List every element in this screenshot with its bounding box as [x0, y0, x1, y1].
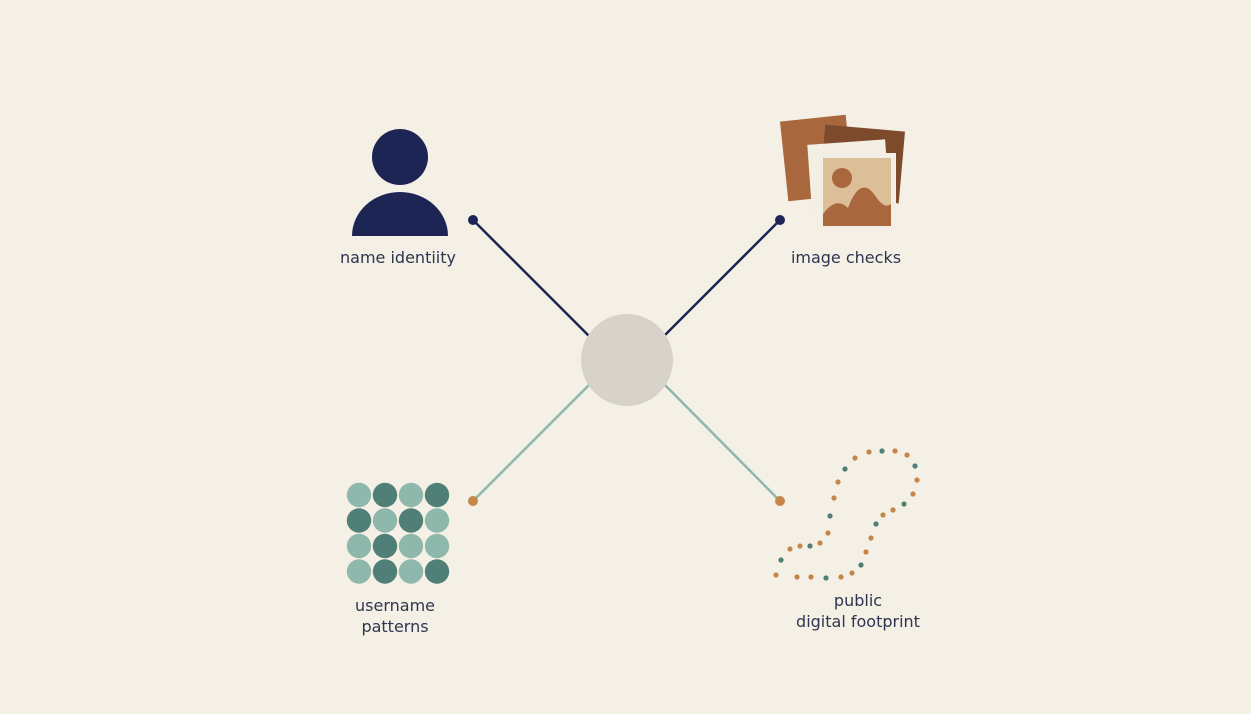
path-dot: [817, 540, 823, 546]
path-dot: [835, 479, 841, 485]
grid-dot: [424, 508, 450, 533]
path-dot: [808, 574, 814, 580]
path-dot: [849, 570, 855, 576]
path-dot: [873, 521, 879, 527]
path-dot: [823, 575, 829, 581]
path-dot: [842, 466, 848, 472]
grid-dot: [346, 508, 372, 533]
path-dot: [807, 543, 813, 549]
grid-dot: [398, 559, 424, 584]
grid-dot: [346, 533, 372, 559]
center-hub: [581, 314, 673, 406]
grid-dot: [346, 482, 372, 508]
person-icon: [352, 129, 448, 236]
path-dot: [787, 546, 793, 552]
path-dot: [901, 501, 907, 507]
path-dot: [797, 543, 803, 549]
label-name-identity: name identiity: [318, 247, 478, 268]
grid-dot: [346, 559, 372, 584]
endpoint-footprint: [775, 496, 785, 506]
path-dot: [827, 513, 833, 519]
path-dot: [794, 574, 800, 580]
path-dot: [773, 572, 779, 578]
connector-username: [472, 383, 591, 502]
endpoint-username: [468, 496, 478, 506]
label-digital-footprint: public digital footprint: [758, 590, 958, 632]
path-dot: [912, 463, 918, 469]
endpoint-name: [468, 215, 478, 225]
grid-dot: [424, 482, 450, 508]
dotted-path-icon: [773, 448, 920, 581]
path-dot: [868, 535, 874, 541]
path-dot: [914, 477, 920, 483]
grid-dot: [424, 559, 450, 584]
path-dot: [892, 448, 898, 454]
path-dot: [879, 448, 885, 454]
label-footprint-line2: digital footprint: [796, 612, 920, 631]
path-dot: [778, 557, 784, 563]
path-dot: [838, 574, 844, 580]
path-dot: [831, 495, 837, 501]
photo-stack-icon: [779, 114, 905, 231]
grid-dot: [398, 533, 424, 559]
label-image-checks-text: image checks: [790, 248, 902, 267]
path-dot: [890, 507, 896, 513]
label-username-line2: patterns: [361, 617, 429, 636]
label-username-line1: username: [355, 596, 435, 615]
label-name-identity-text: name identiity: [340, 248, 456, 267]
label-username-patterns: username patterns: [315, 595, 475, 637]
path-dot: [825, 530, 831, 536]
path-dot: [880, 512, 886, 518]
endpoint-image: [775, 215, 785, 225]
connector-name: [472, 219, 591, 338]
path-dot: [852, 455, 858, 461]
grid-dot: [398, 482, 424, 508]
grid-dot: [372, 559, 398, 584]
grid-dot: [424, 533, 450, 559]
label-image-checks: image checks: [766, 247, 926, 268]
grid-dot: [398, 508, 424, 533]
path-dot: [863, 549, 869, 555]
grid-dot: [372, 508, 398, 533]
path-dot: [904, 452, 910, 458]
path-dot: [910, 491, 916, 497]
label-footprint-line1: public: [833, 591, 883, 610]
dot-grid-icon: [346, 482, 450, 584]
grid-dot: [372, 533, 398, 559]
grid-dot: [372, 482, 398, 508]
connector-image: [663, 219, 781, 337]
path-dot: [866, 449, 872, 455]
path-dot: [858, 562, 864, 568]
connector-footprint: [663, 383, 781, 502]
